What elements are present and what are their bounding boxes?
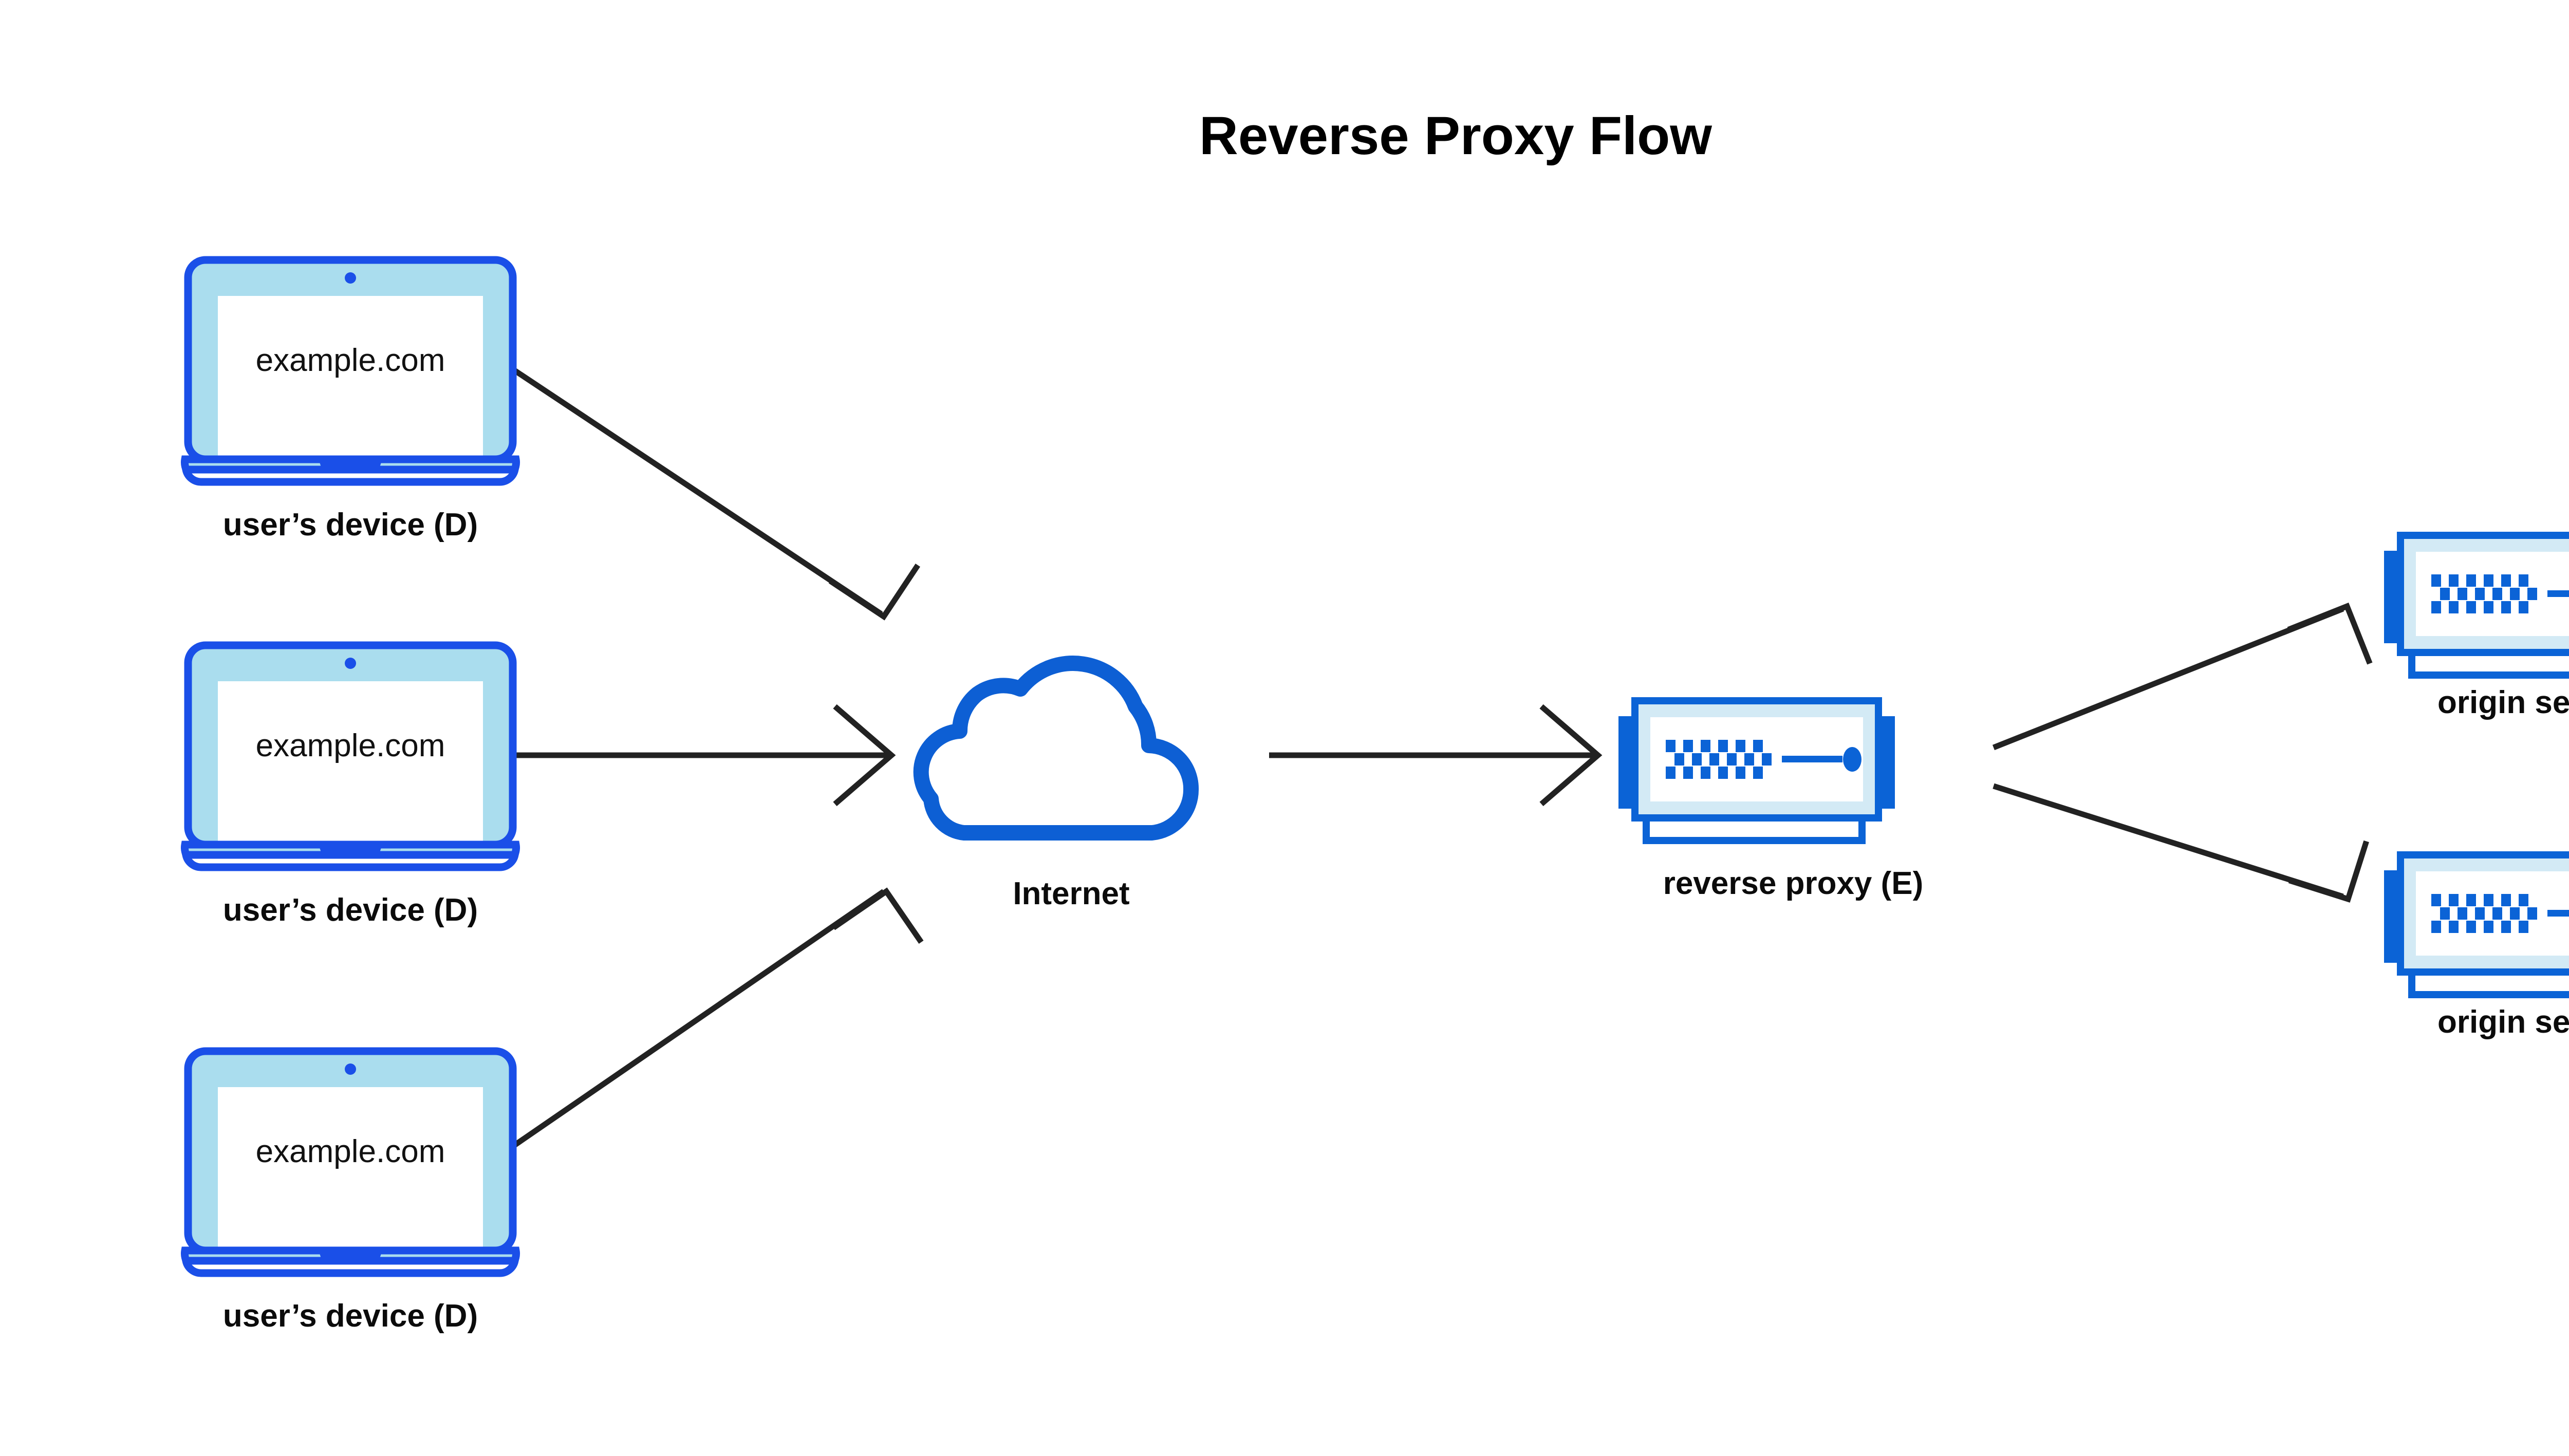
device-label: user’s device (D) xyxy=(223,1298,478,1334)
device-screen-text: example.com xyxy=(256,1134,445,1169)
node-origin-server-top[interactable]: origin server (F) xyxy=(2384,535,2569,720)
server-icon xyxy=(2384,855,2569,995)
edge-device-bottom-to-internet xyxy=(512,887,924,1148)
origin-server-label: origin server (F) xyxy=(2437,1004,2569,1040)
node-device-top[interactable]: example.com user’s device (D) xyxy=(184,260,516,543)
node-device-middle[interactable]: example.com user’s device (D) xyxy=(184,645,516,928)
node-internet[interactable]: Internet xyxy=(921,663,1191,911)
cloud-icon xyxy=(921,663,1191,833)
page-title: Reverse Proxy Flow xyxy=(1199,106,1712,166)
node-origin-server-bottom[interactable]: origin server (F) xyxy=(2384,855,2569,1040)
edge-internet-to-reverse-proxy xyxy=(1269,704,1603,807)
device-screen-text: example.com xyxy=(256,728,445,763)
device-label: user’s device (D) xyxy=(223,507,478,543)
server-icon xyxy=(2384,535,2569,675)
server-icon xyxy=(1618,701,1895,841)
origin-server-label: origin server (F) xyxy=(2437,685,2569,720)
node-reverse-proxy[interactable]: reverse proxy (E) xyxy=(1618,701,1923,901)
edge-reverse-proxy-to-origin-top xyxy=(1992,602,2373,751)
device-screen-text: example.com xyxy=(256,343,445,378)
node-device-bottom[interactable]: example.com user’s device (D) xyxy=(184,1051,516,1334)
reverse-proxy-label: reverse proxy (E) xyxy=(1663,866,1924,901)
edge-device-top-to-internet xyxy=(512,367,920,621)
device-label: user’s device (D) xyxy=(223,892,478,928)
internet-label: Internet xyxy=(1013,876,1129,911)
edge-reverse-proxy-to-origin-bot xyxy=(1993,783,2369,903)
edge-device-middle-to-internet xyxy=(514,704,896,807)
